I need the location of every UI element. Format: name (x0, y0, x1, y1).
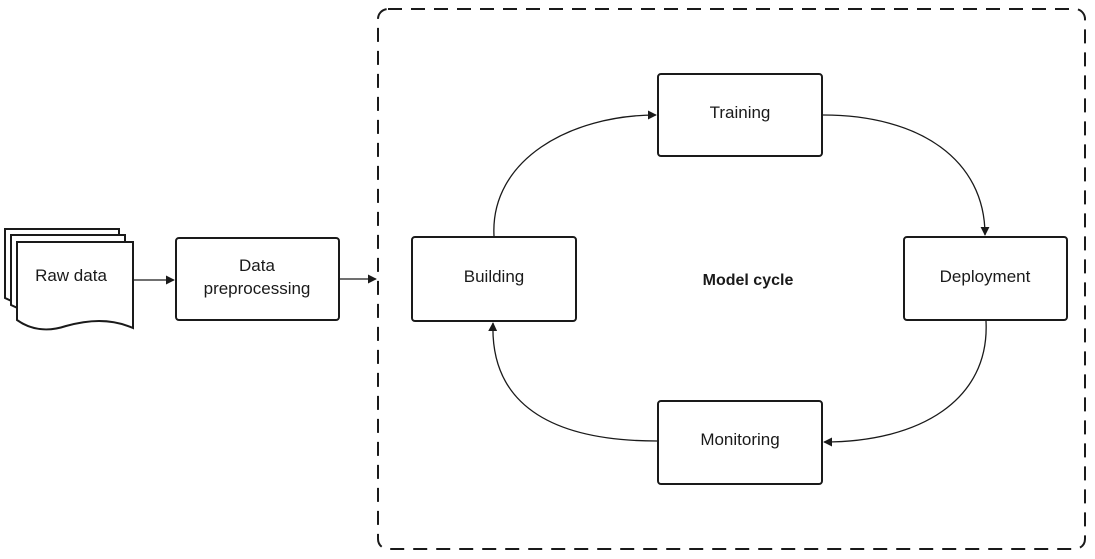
raw-data-label: Raw data (35, 266, 107, 285)
building-node: Building (411, 236, 577, 322)
deployment-node: Deployment (903, 236, 1068, 321)
edge-monitoring-to-building (488, 322, 658, 442)
training-box (657, 73, 823, 157)
raw-data-doc-front (16, 241, 134, 331)
training-label: Training (710, 103, 771, 122)
building-label: Building (464, 267, 525, 286)
data-preprocessing-label-line2: preprocessing (204, 279, 311, 298)
deployment-label: Deployment (940, 267, 1031, 286)
data-preprocessing-node: Data preprocessing (175, 237, 340, 321)
data-preprocessing-box (175, 237, 340, 321)
training-node: Training (657, 73, 823, 157)
monitoring-box (657, 400, 823, 485)
raw-data-node: Raw data (4, 228, 134, 331)
edge-building-to-training (493, 110, 657, 237)
edge-deployment-to-monitoring (823, 320, 987, 447)
monitoring-label: Monitoring (700, 430, 779, 449)
monitoring-node: Monitoring (657, 400, 823, 485)
data-preprocessing-label-line1: Data (239, 256, 275, 275)
model-cycle-label: Model cycle (703, 272, 794, 289)
deployment-box (903, 236, 1068, 321)
building-box (411, 236, 577, 322)
edge-training-to-deployment (822, 114, 990, 236)
